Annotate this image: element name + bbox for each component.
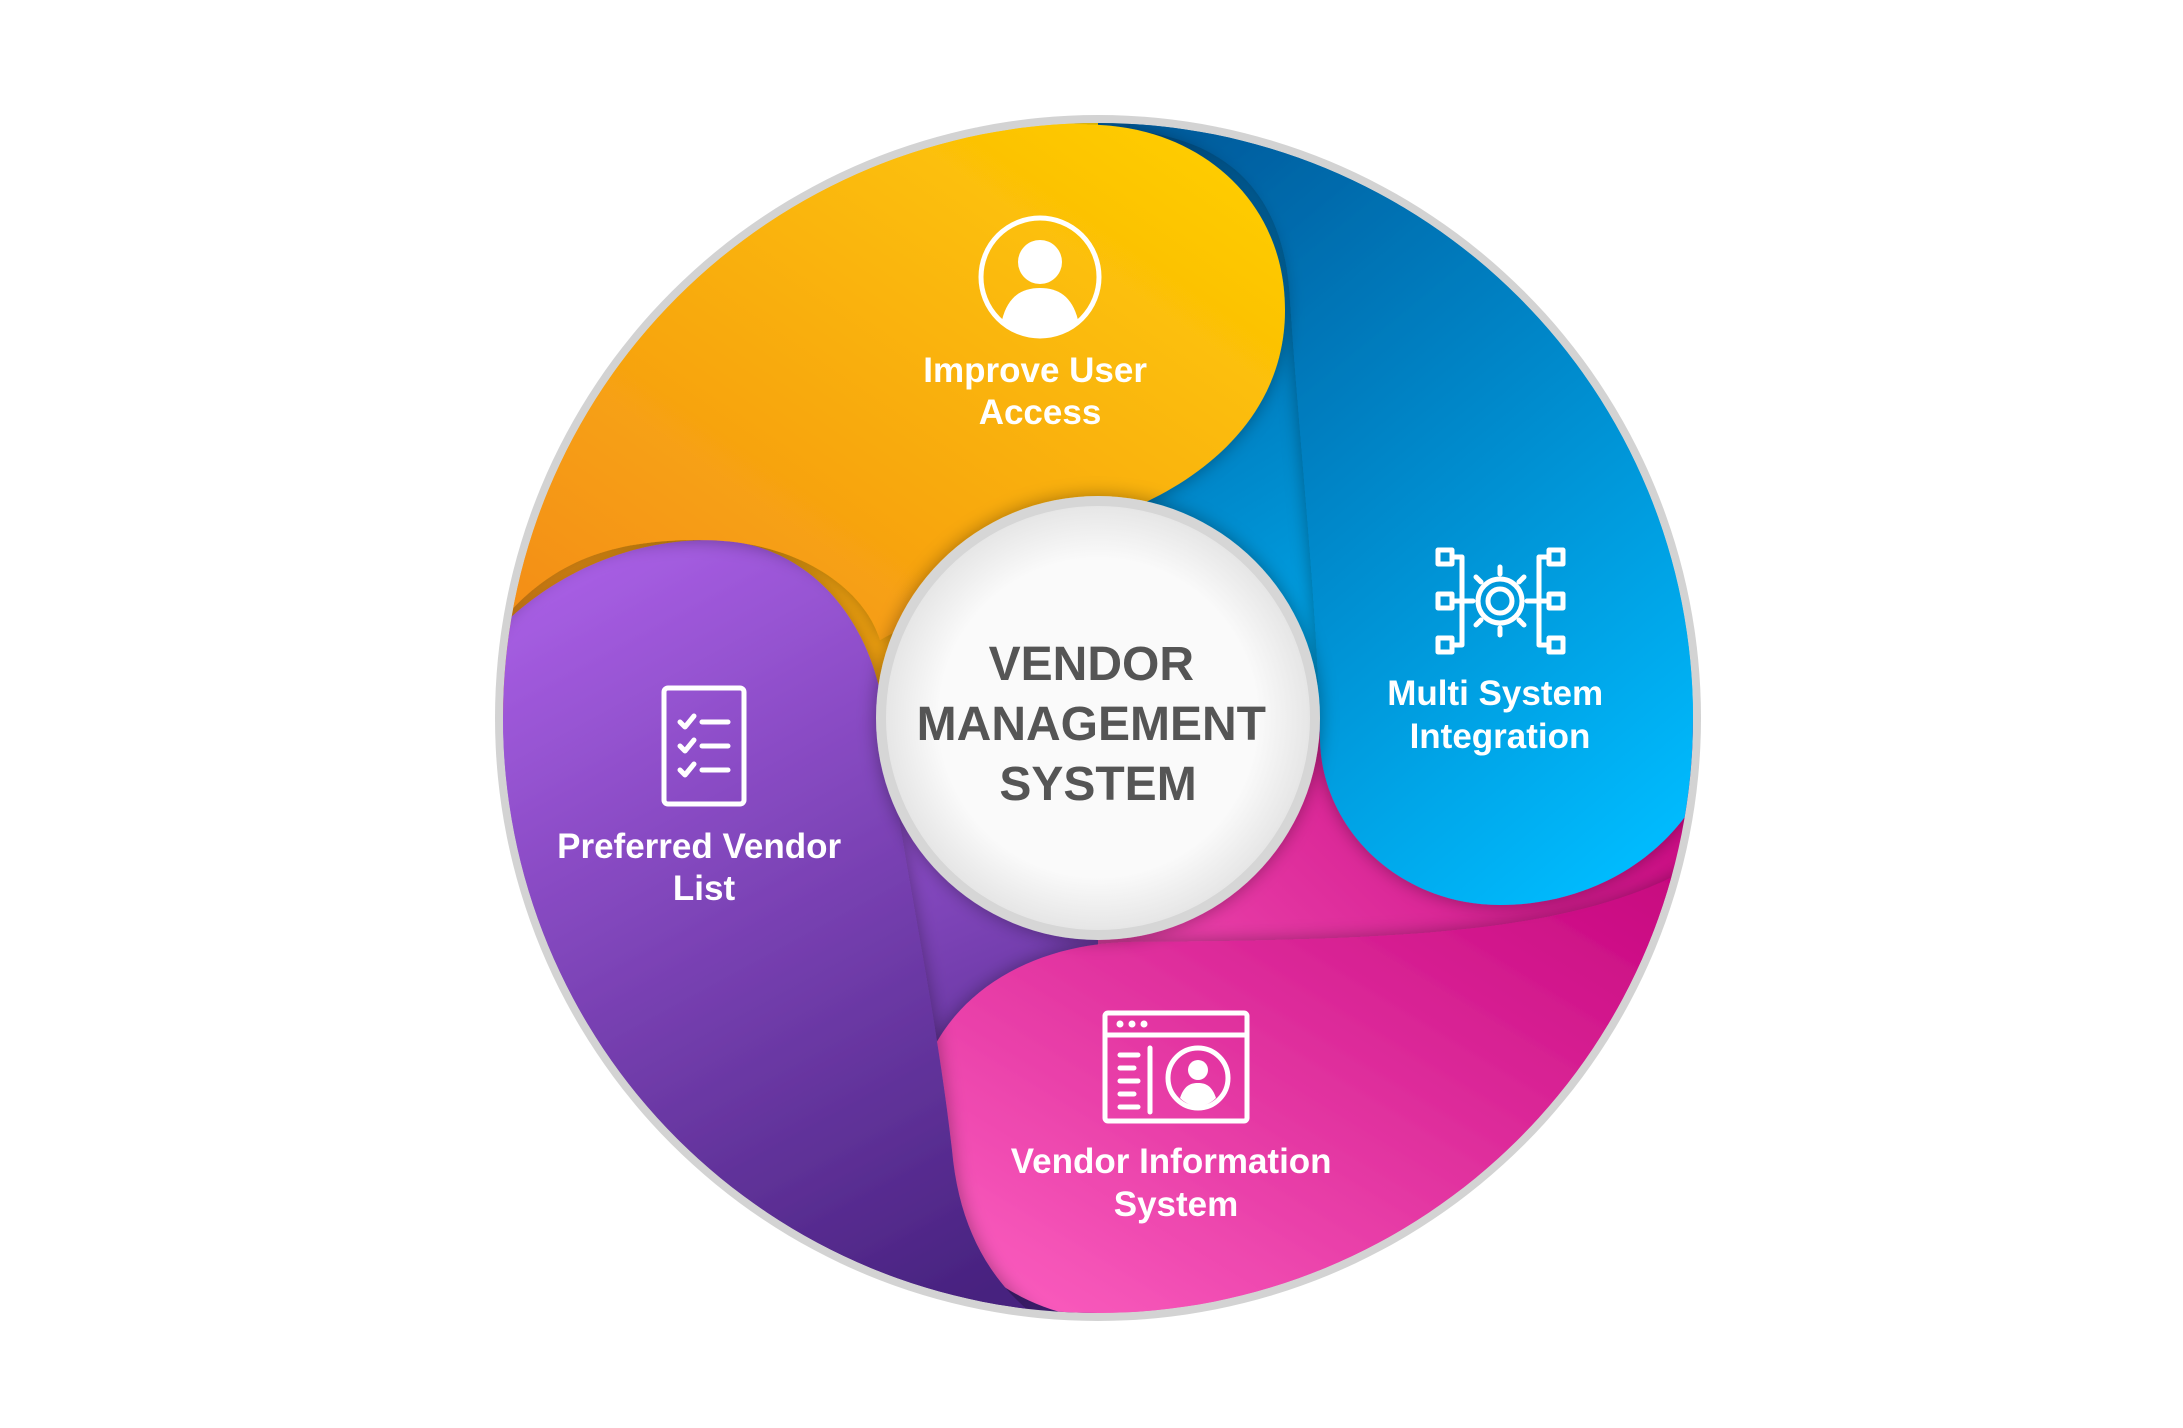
label-multi-system-integration-line-2: Integration: [1410, 717, 1591, 756]
profile-window-icon: [1102, 1010, 1250, 1124]
label-improve-user-access-line-2: Access: [979, 393, 1102, 432]
gear-network-icon: [1435, 547, 1566, 655]
label-multi-system-integration: Multi System Integration: [1387, 674, 1613, 756]
center-title-line-3: SYSTEM: [999, 758, 1196, 811]
label-vendor-information-system-line-2: System: [1114, 1185, 1239, 1224]
checklist-icon: [661, 685, 747, 807]
label-vendor-information-system: Vendor Information System: [1011, 1142, 1342, 1224]
label-vendor-information-system-line-1: Vendor Information: [1011, 1142, 1332, 1181]
segment-multi-system-integration: Multi System Integration: [1387, 547, 1613, 756]
label-multi-system-integration-line-1: Multi System: [1387, 674, 1603, 713]
segment-improve-user-access: Improve User Access: [923, 215, 1156, 432]
label-preferred-vendor-list: Preferred Vendor List: [557, 827, 851, 908]
label-preferred-vendor-list-line-2: List: [673, 869, 736, 908]
center-circle: [886, 506, 1310, 930]
label-improve-user-access-line-1: Improve User: [923, 351, 1147, 390]
segment-vendor-information-system: Vendor Information System: [1011, 1010, 1342, 1224]
segment-preferred-vendor-list: Preferred Vendor List: [557, 685, 851, 908]
center-title-line-1: VENDOR: [989, 638, 1194, 691]
label-preferred-vendor-list-line-1: Preferred Vendor: [557, 827, 841, 866]
user-circle-icon: [978, 215, 1102, 339]
center-title: VENDOR MANAGEMENT SYSTEM: [917, 638, 1280, 811]
label-improve-user-access: Improve User Access: [923, 351, 1156, 432]
center-title-line-2: MANAGEMENT: [917, 698, 1266, 751]
